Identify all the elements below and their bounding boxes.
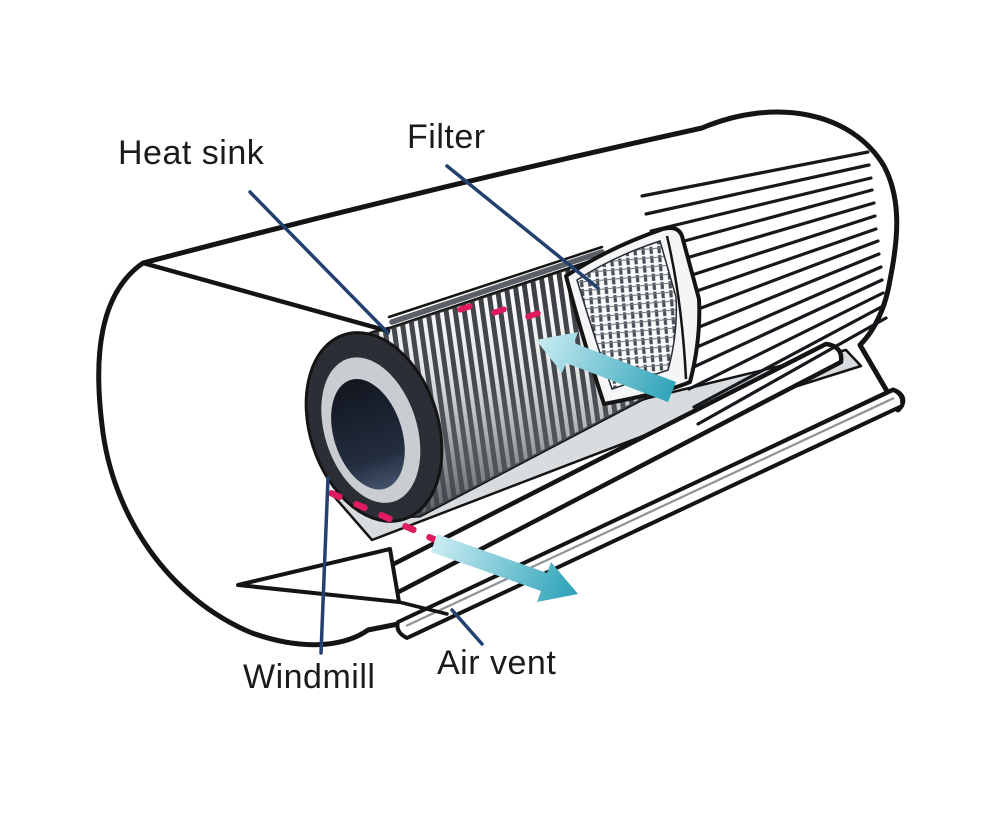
windmill-label: Windmill xyxy=(243,658,376,696)
casing-grille-lines xyxy=(640,150,888,426)
leader-air-vent xyxy=(450,608,484,646)
casing-cut-edge xyxy=(140,260,391,334)
windmill-hub-opening xyxy=(331,379,405,490)
casing-cut-strip-edge xyxy=(387,245,604,319)
leader-windmill xyxy=(319,476,330,655)
filter-frame-inner-edge xyxy=(665,235,688,380)
air-vent-lip-shading xyxy=(405,397,895,627)
filter-mesh xyxy=(576,240,678,390)
pink-dashes-top xyxy=(457,303,541,320)
airflow-arrow-intake xyxy=(536,332,676,402)
air-vent-flap-edge xyxy=(397,600,449,616)
windmill-front-face xyxy=(304,331,444,523)
air-vent-label: Air vent xyxy=(437,644,557,682)
filter-label: Filter xyxy=(407,118,486,156)
heat-sink-label: Heat sink xyxy=(118,134,265,172)
airflow-arrow-outlet xyxy=(431,534,578,602)
leader-filter xyxy=(445,164,600,290)
leader-heat-sink xyxy=(248,190,390,335)
air-vent-flap xyxy=(236,547,401,604)
leader-lines xyxy=(248,164,600,655)
pink-dashes-bottom xyxy=(328,489,441,545)
